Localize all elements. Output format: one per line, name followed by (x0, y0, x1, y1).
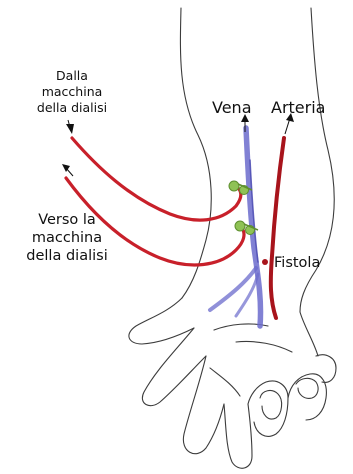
arm-hand-outline (129, 8, 336, 468)
label-vein: Vena (212, 98, 252, 117)
label-to-machine-line-1: Verso la (38, 212, 96, 228)
label-from-machine-line-3: della dialisi (37, 100, 107, 115)
artery (271, 138, 284, 318)
vein-branch-left (210, 268, 256, 310)
artery-main (271, 138, 284, 318)
label-to-machine-line-3: della dialisi (26, 248, 107, 264)
label-from-machine-line-2: macchina (42, 84, 103, 99)
arrows (62, 113, 294, 176)
label-from-machine-line-1: Dalla (56, 68, 88, 83)
tube-from-machine (72, 138, 241, 220)
fistula-junction (262, 259, 268, 265)
label-to-machine: Verso la macchina della dialisi (26, 212, 107, 264)
arrow-from-machine (66, 124, 74, 134)
label-fistula: Fistola (274, 255, 320, 271)
label-artery: Arteria (271, 98, 325, 117)
label-to-machine-line-2: macchina (32, 230, 102, 246)
label-from-machine: Dalla macchina della dialisi (37, 68, 107, 115)
